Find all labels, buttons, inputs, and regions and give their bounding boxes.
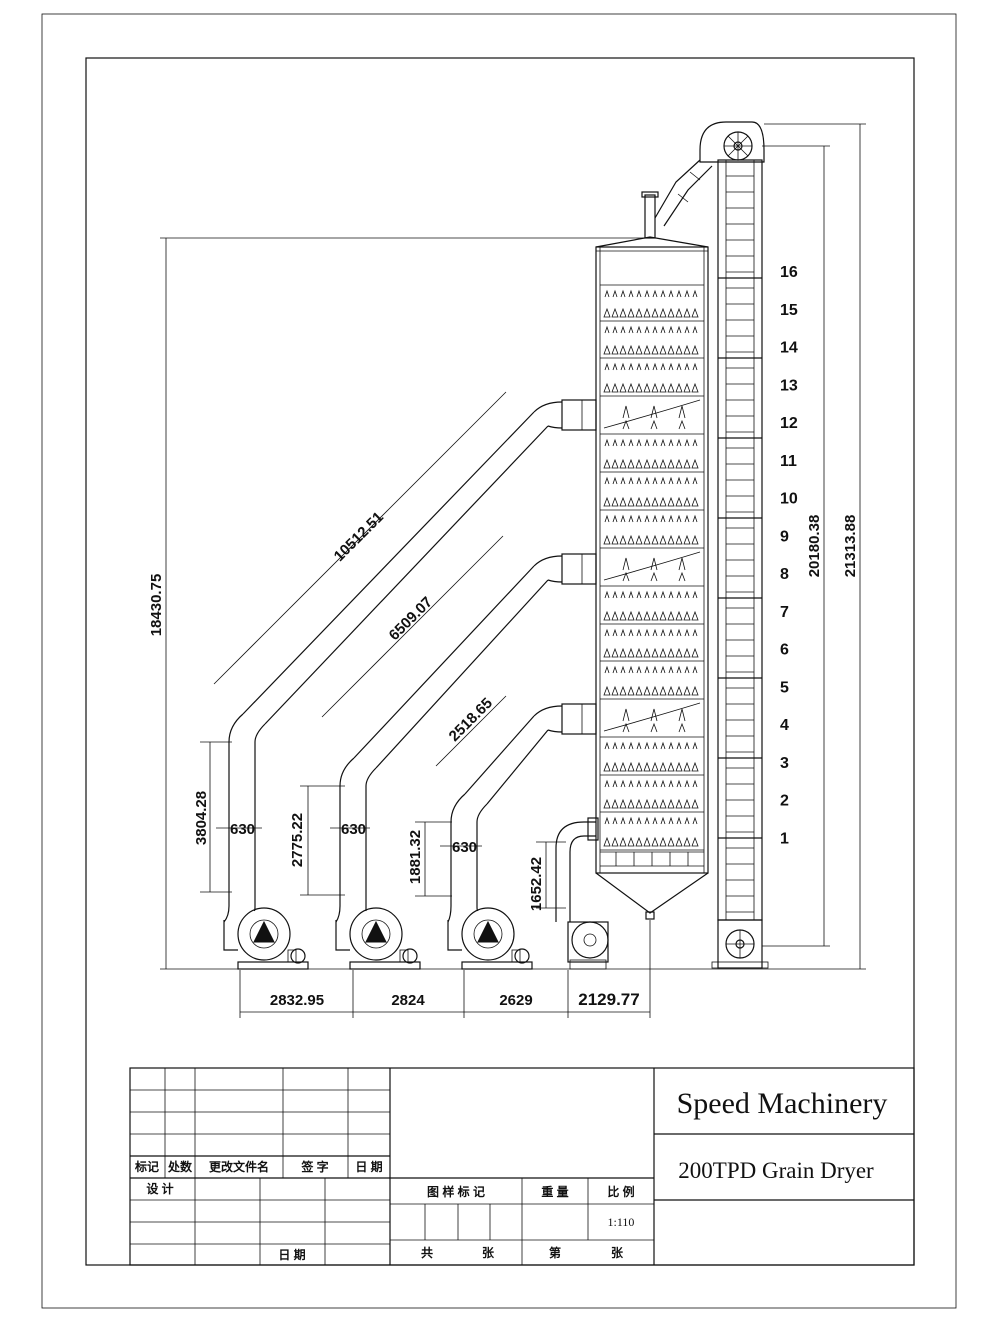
dim-riser-4-height: 1652.42 [528,857,545,911]
level-label: 15 [780,302,798,319]
tb-rev-sign: 签 字 [300,1159,328,1174]
dryer-tower [595,191,709,920]
level-label: 11 [780,453,797,470]
title-block: 标记 处数 更改文件名 签 字 日 期 设 计 日 期 图 样 标 记 重 量 … [129,1067,915,1266]
level-label: 2 [780,793,789,810]
level-label: 8 [780,566,789,583]
level-label: 7 [780,604,789,621]
dim-riser-3-height: 1881.32 [407,830,424,884]
fan-assembly-3 [447,703,597,970]
dim-duct-2-length: 6509.07 [386,594,436,644]
level-label: 12 [780,415,798,432]
level-label: 13 [780,377,798,394]
tb-scale-label: 比 例 [607,1184,634,1199]
tb-weight: 重 量 [541,1184,568,1199]
outer-border [41,13,957,1309]
fan-assembly-4 [555,817,609,970]
inner-frame [85,57,915,1266]
product-name: 200TPD Grain Dryer [678,1158,874,1183]
dim-spacing-3: 2629 [499,992,532,1009]
dim-duct-3-length: 2518.65 [446,695,496,745]
tb-rev-date: 日 期 [355,1159,382,1174]
level-label: 1 [780,830,789,847]
dim-spacing-2: 2824 [391,992,425,1009]
dim-overall-height: 18430.75 [148,574,165,637]
tb-rev-file: 更改文件名 [209,1159,269,1174]
tb-total-label: 共 [421,1245,433,1260]
fan-duct-assemblies [223,399,609,970]
tb-sheetno-unit: 张 [611,1245,624,1260]
tb-scale-value: 1:110 [608,1215,635,1229]
tb-rev-mark: 标记 [134,1159,159,1174]
bucket-elevator [654,121,769,969]
dim-riser-1-height: 3804.28 [193,791,210,845]
level-label: 3 [780,755,789,772]
tb-design: 设 计 [146,1181,173,1196]
tb-rev-count: 处数 [167,1159,193,1174]
dim-duct-1-length: 10512.51 [331,509,387,565]
level-label: 4 [780,717,789,734]
level-labels: 16 15 14 13 12 11 10 9 8 7 6 5 4 3 2 1 [780,264,798,847]
level-label: 9 [780,528,789,545]
dim-spacing-4: 2129.77 [578,990,639,1009]
tb-sheetno-label: 第 [549,1245,561,1260]
dim-spacing-1: 2832.95 [270,992,324,1009]
dim-duct-dia-2: 630 [341,821,366,838]
level-label: 6 [780,642,789,659]
fan-assembly-2 [335,553,597,970]
level-label: 10 [780,491,798,508]
tb-sheet-mark: 图 样 标 记 [427,1184,485,1199]
fan-assembly-1 [223,399,597,970]
dimension-lines [160,123,866,1018]
dim-riser-2-height: 2775.22 [289,813,306,867]
dim-duct-dia-3: 630 [452,839,477,856]
company-name: Speed Machinery [677,1087,888,1120]
dim-duct-dia-1: 630 [230,821,255,838]
tb-date: 日 期 [278,1247,305,1262]
level-label: 5 [780,679,789,696]
level-label: 14 [780,340,798,357]
dim-elevator-height-b: 21313.88 [842,515,859,578]
level-label: 16 [780,264,798,281]
tb-total-unit: 张 [482,1245,495,1260]
dim-elevator-height-a: 20180.38 [806,515,823,578]
